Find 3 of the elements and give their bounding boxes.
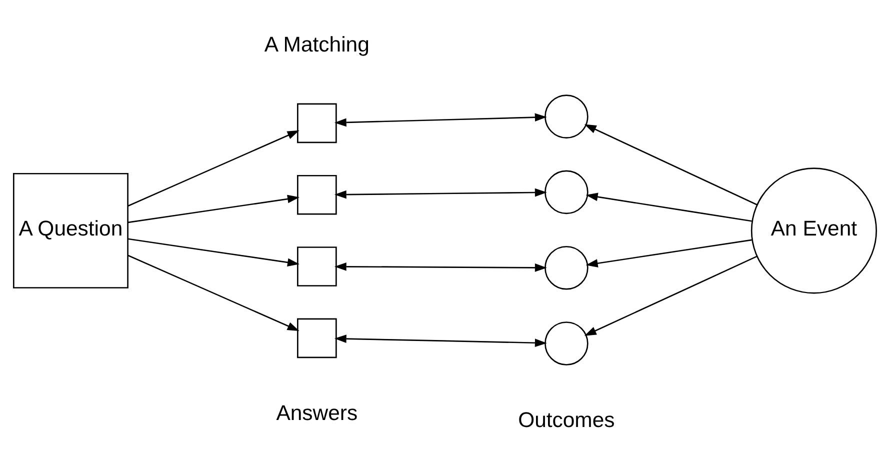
label: A Matching (264, 32, 370, 56)
label: Answers (276, 402, 358, 425)
label: Outcomes (518, 408, 615, 432)
